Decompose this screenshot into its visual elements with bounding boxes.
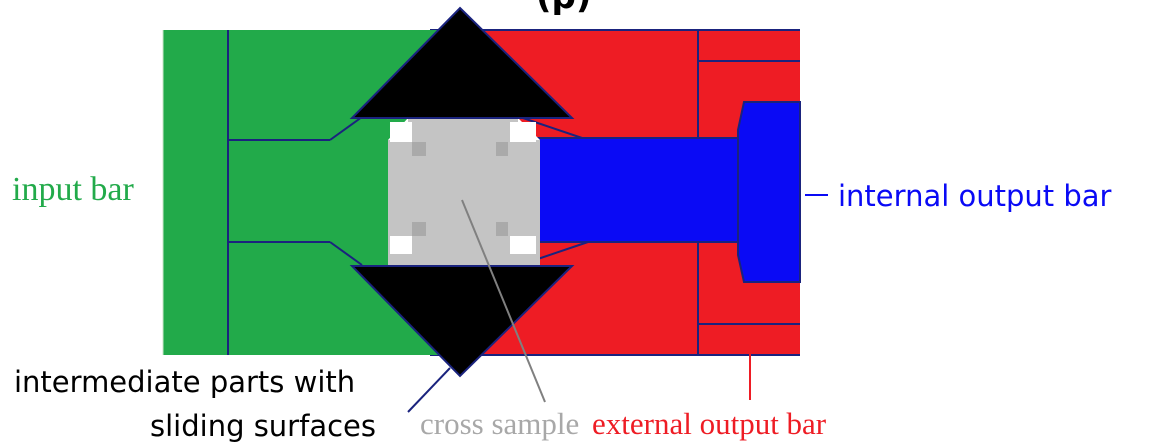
intermediate-parts [349, 6, 575, 378]
intermediate-parts-leader [407, 367, 451, 413]
cross-sample-label: cross sample [420, 406, 579, 441]
cross-sample-leader [461, 199, 546, 403]
internal-output-bar-label: internal output bar [838, 179, 1112, 213]
intermediate-parts-label-line2: sliding surfaces [150, 409, 376, 443]
intermediate-parts-label-line1: intermediate parts with [14, 365, 355, 399]
internal-output-bar [533, 101, 801, 283]
header-text-fragment: (p) [536, 0, 591, 17]
external-output-bar-label: external output bar [592, 406, 827, 441]
cross-sample [388, 118, 540, 268]
input-bar-label: input bar [12, 171, 134, 208]
